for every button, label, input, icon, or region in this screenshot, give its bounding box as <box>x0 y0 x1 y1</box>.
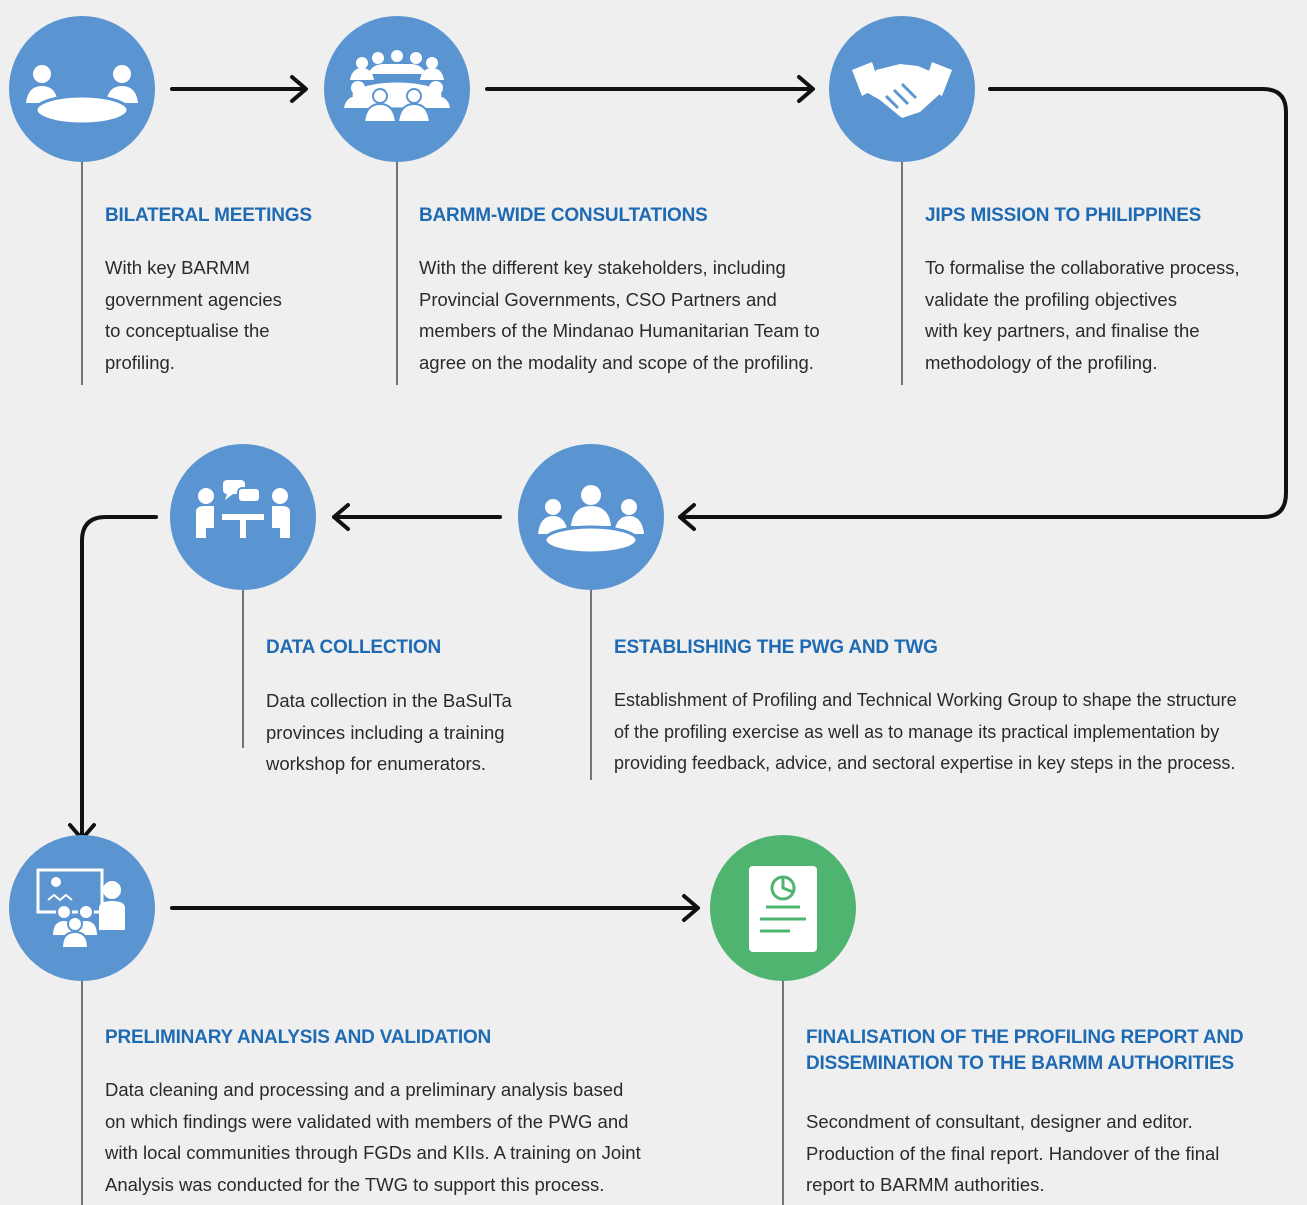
arrow-step1-to-step2 <box>170 75 308 103</box>
interview-icon <box>196 480 290 538</box>
step1-description: With key BARMM government agencies to co… <box>105 252 282 378</box>
title-line: DISSEMINATION TO THE BARMM AUTHORITIES <box>806 1053 1234 1074</box>
text-line: with local communities through FGDs and … <box>105 1142 641 1163</box>
step4-title: ESTABLISHING THE PWG AND TWG <box>614 637 938 658</box>
title-line: FINALISATION OF THE PROFILING REPORT AND <box>806 1027 1244 1048</box>
step5-circle <box>170 444 316 590</box>
working-group-icon <box>538 485 644 555</box>
step3-title: JIPS MISSION TO PHILIPPINES <box>925 205 1202 226</box>
text-line: Production of the final report. Handover… <box>806 1142 1220 1164</box>
step1-circle <box>9 16 155 162</box>
step7-description: Secondment of consultant, designer and e… <box>806 1106 1219 1201</box>
text-line: Data cleaning and processing and a preli… <box>105 1079 624 1100</box>
step7-circle <box>710 835 856 981</box>
step5-title: DATA COLLECTION <box>266 637 442 658</box>
step2-circle <box>324 16 470 162</box>
step3-description: To formalise the collaborative process, … <box>925 252 1240 378</box>
text-line: report to BARMM authorities. <box>806 1174 1045 1195</box>
step7-title: FINALISATION OF THE PROFILING REPORT AND… <box>806 1025 1244 1077</box>
step6-title: PRELIMINARY ANALYSIS AND VALIDATION <box>105 1027 492 1048</box>
text-line: provinces including a training <box>266 721 505 743</box>
text-line: To formalise the collaborative process, <box>925 257 1240 278</box>
text-line: to conceptualise the <box>105 320 270 341</box>
arrow-step2-to-step3 <box>485 75 815 103</box>
report-chart-icon <box>749 866 817 952</box>
arrow-step6-to-step7 <box>170 894 700 922</box>
step6-description: Data cleaning and processing and a preli… <box>105 1074 641 1200</box>
handshake-icon <box>852 62 952 118</box>
step3-circle <box>829 16 975 162</box>
text-line: of the profiling exercise as well as to … <box>614 721 1220 742</box>
step6-circle <box>9 835 155 981</box>
text-line: With key BARMM <box>105 257 250 278</box>
text-line: workshop for enumerators. <box>266 753 487 774</box>
meeting-table-icon <box>26 65 138 126</box>
arrow-step5-to-step6 <box>68 515 158 841</box>
text-line: Data collection in the BaSulTa <box>266 690 512 711</box>
text-line: providing feedback, advice, and sectoral… <box>614 753 1236 773</box>
presentation-audience-icon <box>36 868 125 949</box>
arrow-step4-to-step5 <box>332 503 502 531</box>
text-line: Provincial Governments, CSO Partners and <box>419 288 777 310</box>
text-line: methodology of the profiling. <box>925 351 1158 373</box>
step5-description: Data collection in the BaSulTa provinces… <box>266 685 512 780</box>
group-consultation-icon <box>344 50 450 123</box>
text-line: With the different key stakeholders, inc… <box>419 257 786 278</box>
step1-title: BILATERAL MEETINGS <box>105 205 312 226</box>
step2-description: With the different key stakeholders, inc… <box>419 252 820 378</box>
step4-description: Establishment of Profiling and Technical… <box>614 685 1237 780</box>
text-line: agree on the modality and scope of the p… <box>419 351 814 373</box>
arrow-step3-to-step4 <box>678 87 1288 531</box>
text-line: on which findings were validated with me… <box>105 1110 629 1132</box>
text-line: members of the Mindanao Humanitarian Tea… <box>419 320 820 341</box>
text-line: Secondment of consultant, designer and e… <box>806 1111 1193 1132</box>
text-line: Analysis was conducted for the TWG to su… <box>105 1173 605 1195</box>
step2-title: BARMM-WIDE CONSULTATIONS <box>419 205 708 226</box>
step4-circle <box>518 444 664 590</box>
text-line: government agencies <box>105 288 282 310</box>
text-line: with key partners, and finalise the <box>925 320 1200 341</box>
text-line: validate the profiling objectives <box>925 288 1177 310</box>
text-line: Establishment of Profiling and Technical… <box>614 690 1237 710</box>
text-line: profiling. <box>105 351 175 373</box>
